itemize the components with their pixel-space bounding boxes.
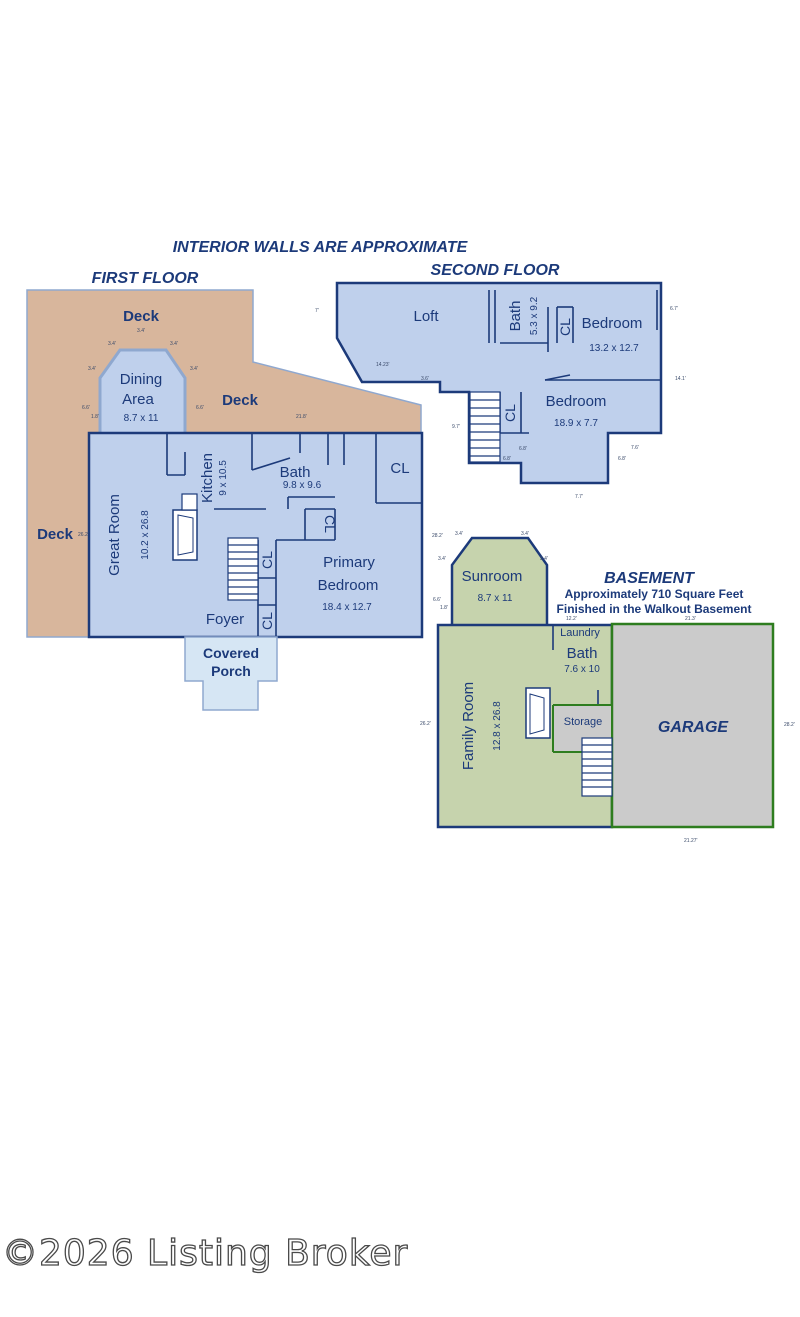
- bedroom-2-dims: 18.9 x 7.7: [554, 418, 598, 429]
- dining-area-dims: 8.7 x 11: [124, 413, 159, 424]
- covered-porch-label-line1: Covered: [203, 645, 259, 661]
- ff-measure-6: 6.6': [82, 405, 90, 411]
- bs-measure-3: 3.4': [521, 531, 529, 537]
- sf-measure-9: 7.6': [631, 445, 639, 451]
- basement-stairs-icon: [581, 737, 613, 797]
- basement-note-line2: Finished in the Walkout Basement: [557, 602, 752, 616]
- ff-measure-7: 1.8': [91, 414, 99, 420]
- bs-measure-11: 28.2': [784, 722, 795, 728]
- plan-heading: INTERIOR WALLS ARE APPROXIMATE: [173, 239, 469, 256]
- primary-bedroom-dims: 18.4 x 12.7: [322, 602, 372, 613]
- second-floor-closet-a: CL: [557, 318, 573, 336]
- sf-measure-8: 6.8': [503, 456, 511, 462]
- basement-bath-dims: 7.6 x 10: [564, 664, 600, 675]
- second-floor-closet-b: CL: [502, 404, 518, 422]
- deck-right-label: Deck: [222, 392, 259, 409]
- sunroom-bay: [450, 536, 549, 625]
- second-floor-title: SECOND FLOOR: [431, 262, 560, 279]
- sunroom-dims: 8.7 x 11: [478, 593, 513, 604]
- bs-measure-10: 26.2': [420, 721, 431, 727]
- deck-left-label: Deck: [37, 526, 74, 543]
- basement-note-line1: Approximately 710 Square Feet: [565, 587, 744, 601]
- covered-porch: [184, 636, 278, 711]
- laundry-label: Laundry: [560, 627, 600, 639]
- first-floor-bath-dims: 9.8 x 9.6: [283, 480, 322, 491]
- bs-measure-6: 6.6': [433, 597, 441, 603]
- first-floor-interior: [87, 431, 424, 639]
- primary-bedroom-label-line2: Bedroom: [318, 577, 379, 594]
- sf-measure-5: 14.1': [675, 376, 686, 382]
- family-room-label: Family Room: [460, 682, 477, 770]
- covered-porch-label-line2: Porch: [211, 663, 251, 679]
- sf-measure-2: 6.7': [670, 306, 678, 312]
- second-floor-bath-dims: 5.3 x 9.2: [529, 296, 540, 335]
- first-floor-closet-c: CL: [259, 551, 275, 569]
- bedroom-2-label: Bedroom: [546, 393, 607, 410]
- garage-area: [610, 622, 775, 829]
- bs-measure-8: 12.2': [566, 616, 577, 622]
- ff-measure-1: 3.4': [137, 328, 145, 334]
- sf-measure-10: 6.8': [618, 456, 626, 462]
- sf-measure-4: 3.6': [421, 376, 429, 382]
- first-floor-stairs-icon: [227, 537, 259, 601]
- storage-label: Storage: [564, 716, 603, 728]
- ff-measure-5: 3.4': [190, 366, 198, 372]
- foyer-label: Foyer: [206, 611, 244, 628]
- ff-measure-8: 6.6': [196, 405, 204, 411]
- sf-measure-11: 7.7': [575, 494, 583, 500]
- ff-measure-4: 3.4': [88, 366, 96, 372]
- fireplace-hearth: [181, 493, 198, 511]
- dining-area-label-line1: Dining: [120, 371, 163, 388]
- second-floor-bath-label: Bath: [507, 301, 524, 332]
- second-floor-stairs-icon: [469, 391, 501, 463]
- ff-measure-2: 3.4': [108, 341, 116, 347]
- basement-title: BASEMENT: [604, 570, 695, 587]
- garage-label: GARAGE: [658, 719, 730, 736]
- sf-measure-1: 7': [315, 308, 319, 314]
- bedroom-1-label: Bedroom: [582, 315, 643, 332]
- kitchen-dims: 9 x 10.5: [218, 460, 229, 496]
- second-floor-interior: [335, 281, 663, 485]
- bedroom-1-dims: 13.2 x 12.7: [589, 343, 639, 354]
- bs-measure-2: 3.4': [455, 531, 463, 537]
- first-floor-bath-label: Bath: [280, 464, 311, 481]
- first-floor-interior-walls: [100, 432, 422, 637]
- bs-measure-12: 21.27': [684, 838, 698, 844]
- second-floor-interior-walls: [488, 290, 661, 434]
- bs-measure-4: 3.4': [438, 556, 446, 562]
- bs-measure-9: 21.3': [685, 616, 696, 622]
- first-floor-closet-d: CL: [259, 612, 275, 630]
- ff-measure-10: 26.2': [78, 532, 89, 538]
- dining-area-label-line2: Area: [122, 391, 154, 408]
- kitchen-label: Kitchen: [199, 453, 216, 503]
- first-floor-closet-b: CL: [322, 515, 338, 533]
- bs-measure-5: 3.4': [540, 556, 548, 562]
- dining-area-bay: [98, 348, 187, 433]
- sf-measure-6: 9.7': [452, 424, 460, 430]
- sunroom-label: Sunroom: [462, 568, 523, 585]
- primary-bedroom-label-line1: Primary: [323, 554, 375, 571]
- loft-label: Loft: [413, 308, 439, 325]
- basement-bath-label: Bath: [567, 645, 598, 662]
- ff-measure-3: 3.4': [170, 341, 178, 347]
- bs-measure-1: 28.2': [432, 533, 443, 539]
- ff-measure-9: 21.8': [296, 414, 307, 420]
- first-floor-closet-a: CL: [390, 460, 409, 477]
- great-room-dims: 10.2 x 26.8: [140, 510, 151, 560]
- bs-measure-7: 1.8': [440, 605, 448, 611]
- sf-measure-3: 14.23': [376, 362, 390, 368]
- great-room-label: Great Room: [106, 494, 123, 576]
- watermark-text: ©2026 Listing Broker: [1, 1232, 409, 1274]
- deck-top-label: Deck: [123, 308, 160, 325]
- family-room-dims: 12.8 x 26.8: [492, 701, 503, 751]
- first-floor-title: FIRST FLOOR: [92, 270, 199, 287]
- sf-measure-7: 6.8': [519, 446, 527, 452]
